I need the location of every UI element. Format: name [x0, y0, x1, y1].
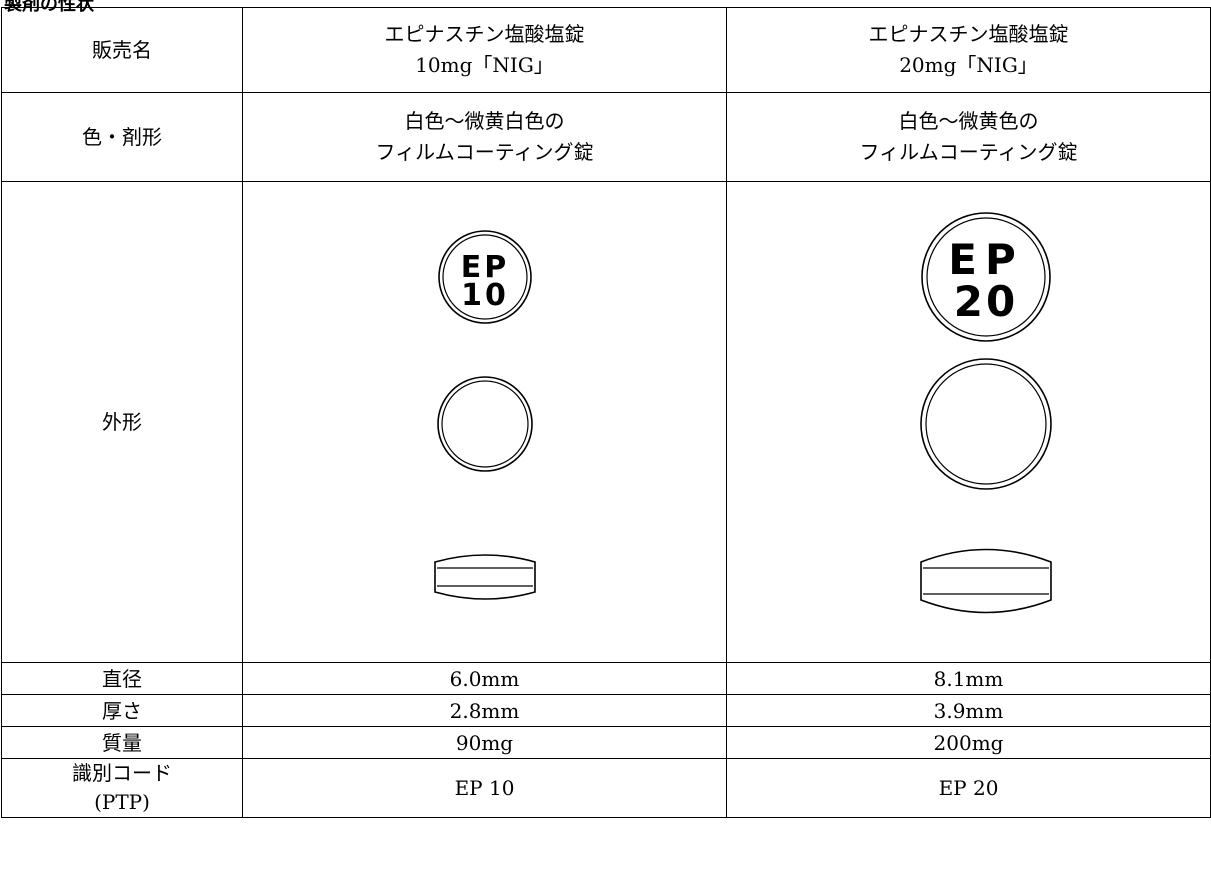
- diameter-20mg: 8.1mm: [726, 662, 1211, 695]
- tablet-10mg-bottom-view: [437, 376, 533, 472]
- tablet-10mg-illustration: EP 10: [434, 230, 536, 600]
- row-shape: 外形 EP 10: [1, 181, 1211, 663]
- cell-shape-10mg: EP 10: [242, 181, 727, 663]
- tablet-properties-table: 販売名 エピナスチン塩酸塩錠 10mg「NIG」 エピナスチン塩酸塩錠 20mg…: [1, 7, 1211, 818]
- diameter-10mg: 6.0mm: [242, 662, 727, 695]
- thickness-20mg: 3.9mm: [726, 694, 1211, 727]
- tablet-20mg-top-view: EP 20: [921, 212, 1051, 342]
- label-color-form: 色・剤形: [1, 92, 243, 182]
- row-thickness: 厚さ 2.8mm 3.9mm: [1, 694, 1211, 727]
- label-code-line1: 識別コード: [72, 761, 172, 785]
- row-diameter: 直径 6.0mm 8.1mm: [1, 662, 1211, 695]
- name-20mg-line2: 20mg「NIG」: [899, 53, 1038, 77]
- label-code-line2: (PTP): [94, 790, 150, 814]
- imprint-10mg-line1: EP: [461, 250, 509, 285]
- cell-shape-20mg: EP 20: [726, 181, 1211, 663]
- name-10mg-line2: 10mg「NIG」: [415, 53, 554, 77]
- tablet-20mg-illustration: EP 20: [920, 212, 1052, 614]
- imprint-20mg-line1: EP: [948, 235, 1023, 284]
- row-product-name: 販売名 エピナスチン塩酸塩錠 10mg「NIG」 エピナスチン塩酸塩錠 20mg…: [1, 7, 1211, 93]
- name-20mg-line1: エピナスチン塩酸塩錠: [868, 22, 1069, 46]
- imprint-10mg-line2: 10: [461, 278, 509, 313]
- label-mass: 質量: [1, 726, 243, 759]
- color-20mg-line1: 白色～微黄色の: [898, 109, 1039, 133]
- color-20mg-line2: フィルムコーティング錠: [859, 140, 1078, 164]
- mass-20mg: 200mg: [726, 726, 1211, 759]
- imprint-20mg-line2: 20: [954, 277, 1018, 326]
- row-mass: 質量 90mg 200mg: [1, 726, 1211, 759]
- label-shape: 外形: [1, 181, 243, 663]
- name-10mg-line1: エピナスチン塩酸塩錠: [384, 22, 585, 46]
- thickness-10mg: 2.8mm: [242, 694, 727, 727]
- color-10mg-line1: 白色～微黄白色の: [404, 109, 565, 133]
- color-10mg-line2: フィルムコーティング錠: [375, 140, 594, 164]
- cell-name-20mg: エピナスチン塩酸塩錠 20mg「NIG」: [726, 7, 1211, 93]
- label-identification-code: 識別コード (PTP): [1, 758, 243, 818]
- label-thickness: 厚さ: [1, 694, 243, 727]
- cell-color-10mg: 白色～微黄白色の フィルムコーティング錠: [242, 92, 727, 182]
- tablet-10mg-side-view: [434, 554, 536, 600]
- tablet-10mg-top-view: EP 10: [438, 230, 532, 324]
- mass-10mg: 90mg: [242, 726, 727, 759]
- cell-name-10mg: エピナスチン塩酸塩錠 10mg「NIG」: [242, 7, 727, 93]
- label-product-name: 販売名: [1, 7, 243, 93]
- row-identification-code: 識別コード (PTP) EP 10 EP 20: [1, 758, 1211, 818]
- tablet-20mg-bottom-view: [920, 358, 1052, 490]
- tablet-20mg-side-view: [920, 548, 1052, 614]
- cell-color-20mg: 白色～微黄色の フィルムコーティング錠: [726, 92, 1211, 182]
- code-20mg: EP 20: [726, 758, 1211, 818]
- row-color-form: 色・剤形 白色～微黄白色の フィルムコーティング錠 白色～微黄色の フィルムコー…: [1, 92, 1211, 182]
- code-10mg: EP 10: [242, 758, 727, 818]
- label-diameter: 直径: [1, 662, 243, 695]
